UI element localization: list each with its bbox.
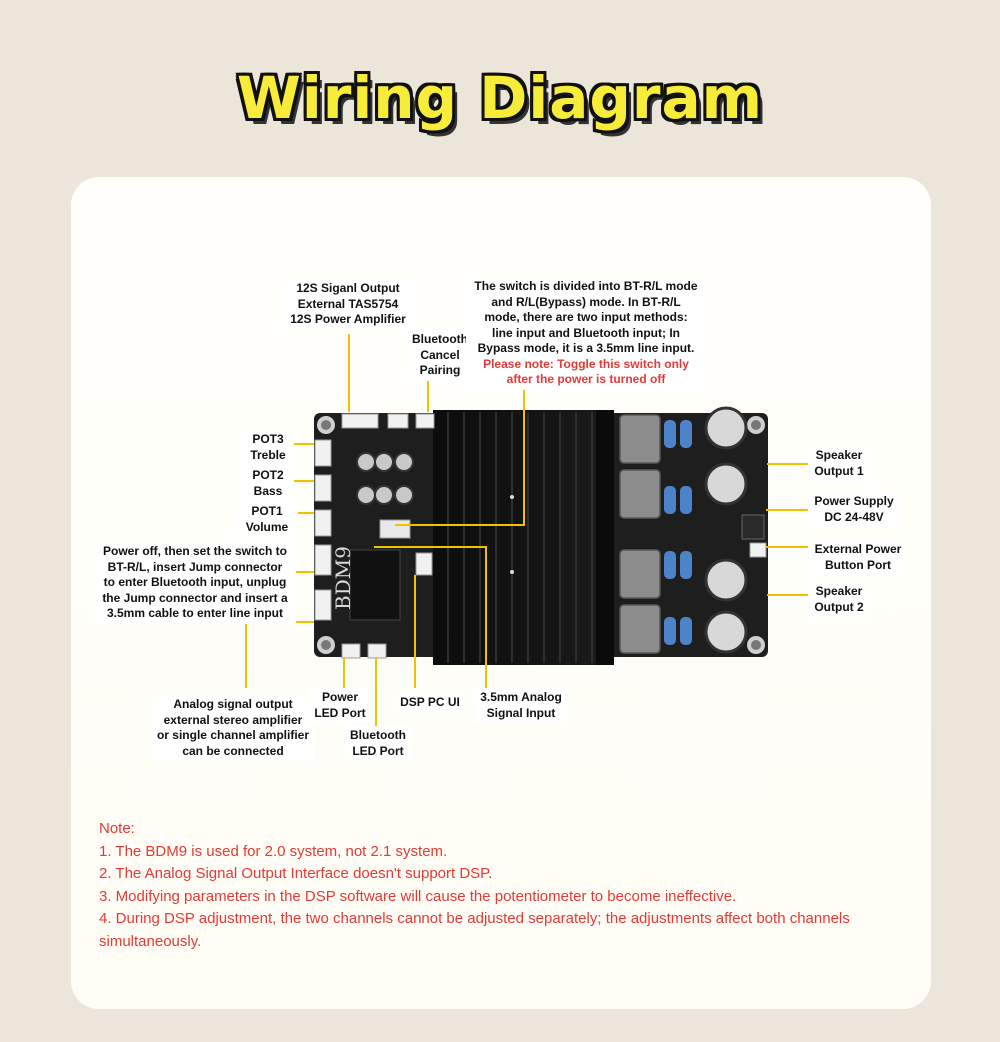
note-item: 4. During DSP adjustment, the two channe…: [99, 910, 850, 950]
note-item: 2. The Analog Signal Output Interface do…: [99, 865, 493, 882]
notes-section: Note: 1. The BDM9 is used for 2.0 system…: [99, 818, 919, 953]
label-switch-description: The switch is divided into BT-R/L mode a…: [466, 277, 706, 390]
dsp-chip-area: [349, 514, 765, 621]
label-bt-cancel-pairing: Bluetooth Cancel Pairing: [408, 330, 472, 381]
label-speaker-output-2: Speaker Output 2: [808, 582, 870, 617]
label-bluetooth-led: Bluetooth LED Port: [345, 726, 411, 761]
board-marking: BDM9: [331, 546, 355, 610]
note-item: 1. The BDM9 is used for 2.0 system, not …: [99, 842, 448, 860]
connectors: [314, 413, 767, 659]
label-pot1: POT1 Volume: [236, 502, 298, 537]
label-pot2: POT2 Bass: [242, 466, 294, 501]
label-speaker-output-1: Speaker Output 1: [808, 446, 870, 481]
label-analog-output: Analog signal output external stereo amp…: [152, 695, 314, 761]
label-i2s-output: 12S Siganl Output External TAS5754 12S P…: [280, 279, 416, 330]
film-capacitors: [664, 420, 692, 645]
heatsink: [433, 410, 614, 665]
label-switch-note: Please note: Toggle this switch only aft…: [483, 356, 689, 387]
label-jump-connector: Power off, then set the switch to BT-R/L…: [94, 542, 296, 624]
electrolytic-capacitors: [356, 406, 748, 654]
label-external-power: External Power Button Port: [808, 540, 908, 575]
inductors: [619, 414, 661, 654]
label-power-led: Power LED Port: [309, 688, 371, 723]
page-title: Wiring Diagram: [236, 64, 764, 132]
label-analog-input: 3.5mm Analog Signal Input: [474, 688, 568, 723]
label-pot3: POT3 Treble: [242, 430, 294, 465]
leader-lines: [245, 334, 812, 727]
note-item: 3. Modifying parameters in the DSP softw…: [99, 887, 737, 905]
label-dsp-pc-ui: DSP PC UI: [396, 693, 464, 713]
notes-heading: Note:: [99, 820, 135, 837]
label-power-supply: Power Supply DC 24-48V: [808, 492, 900, 527]
